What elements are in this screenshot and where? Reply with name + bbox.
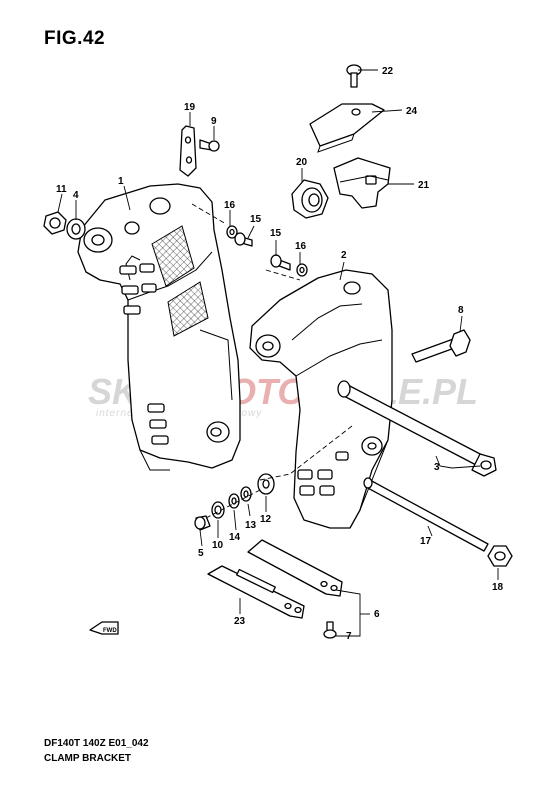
assembly-guides: [191, 203, 353, 519]
part-number-labels: 22 24 19 9 20 21 11 4 1 16 15 15 16 2 8 …: [56, 66, 504, 642]
bolt-8: [411, 329, 471, 363]
part-number-3: 3: [434, 462, 440, 473]
part-number-15-upper: 15: [250, 214, 262, 225]
part-number-17: 17: [420, 536, 432, 547]
nut-18: [487, 545, 513, 567]
part-number-24: 24: [406, 106, 418, 117]
washer-14: [228, 493, 240, 509]
part-number-22: 22: [382, 66, 394, 77]
part-number-11: 11: [56, 184, 67, 195]
clip-21: [333, 157, 391, 209]
tilt-rod: [363, 477, 489, 552]
part-number-21: 21: [418, 180, 430, 191]
part-number-19: 19: [184, 102, 196, 113]
model-code: DF140T 140Z E01_042: [44, 738, 149, 749]
part-number-6: 6: [374, 609, 380, 620]
bolt-15-lower: [270, 254, 291, 271]
nut-11: [43, 211, 67, 235]
part-number-12: 12: [260, 514, 272, 525]
clamp-bracket-left: [77, 183, 241, 471]
part-number-16-upper: 16: [224, 200, 236, 211]
part-number-5: 5: [198, 548, 204, 559]
washer-12: [257, 473, 275, 495]
part-number-20: 20: [296, 157, 308, 168]
part-number-10: 10: [212, 540, 224, 551]
section-name: CLAMP BRACKET: [44, 753, 132, 764]
washer-13: [240, 486, 252, 502]
part-number-2: 2: [341, 250, 347, 261]
clamp-bracket-right: [249, 269, 393, 529]
part-number-13: 13: [245, 520, 257, 531]
fwd-label: FWD: [103, 628, 117, 634]
part-number-23: 23: [234, 616, 246, 627]
washer-16-upper: [226, 225, 238, 239]
plate-6: [247, 539, 343, 597]
knob-20: [291, 179, 329, 219]
bolt-9: [199, 139, 220, 152]
part-number-9: 9: [211, 116, 217, 127]
figure-label: FIG.42: [44, 28, 106, 49]
washer-4: [66, 218, 86, 240]
part-number-15-lower: 15: [270, 228, 282, 239]
part-number-4: 4: [73, 190, 79, 201]
bolt-22: [346, 64, 362, 88]
part-number-8: 8: [458, 305, 464, 316]
part-number-16-lower: 16: [295, 241, 307, 252]
plate-23: [207, 565, 305, 619]
fwd-direction-icon: FWD: [89, 621, 119, 635]
stopper-19: [179, 125, 197, 177]
part-number-7: 7: [346, 631, 352, 642]
leader-lines: [57, 69, 499, 637]
bolt-7: [323, 621, 337, 639]
bolt-15-upper: [234, 232, 253, 247]
bushing-5: [194, 515, 211, 531]
washer-16-lower: [296, 263, 308, 277]
part-number-1: 1: [118, 176, 124, 187]
cover-24: [309, 103, 385, 153]
footer-caption: DF140T 140Z E01_042 CLAMP BRACKET: [44, 736, 149, 766]
part-number-14: 14: [229, 532, 241, 543]
part-number-18: 18: [492, 582, 504, 593]
